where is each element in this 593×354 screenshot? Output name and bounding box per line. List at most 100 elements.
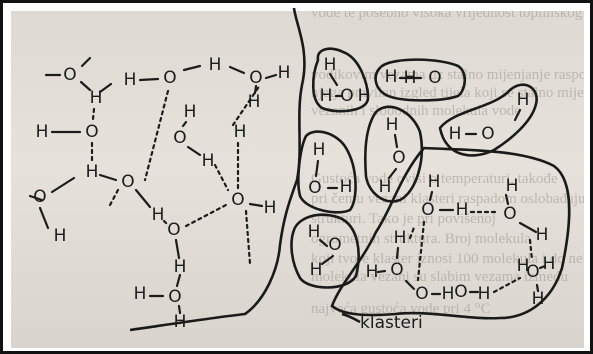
covalent-bond <box>393 133 399 149</box>
hydrogen-bond <box>91 107 96 121</box>
oxygen-atom: O <box>173 128 186 148</box>
cluster-outline <box>311 47 370 113</box>
hydrogen-atom: H <box>54 226 67 246</box>
hydrogen-atom: H <box>202 151 215 171</box>
hydrogen-atom: H <box>184 102 197 122</box>
covalent-bond <box>376 269 387 274</box>
oxygen-atom: O <box>390 260 403 280</box>
hydrogen-atom: H <box>449 124 462 144</box>
cluster-outline <box>290 213 360 289</box>
covalent-bond <box>428 190 434 202</box>
hydrogen-bond <box>231 83 262 127</box>
covalent-bond <box>248 202 264 208</box>
oxygen-atom: O <box>428 68 441 88</box>
hydrogen-atom: H <box>124 70 137 90</box>
oxygen-atom: O <box>167 220 180 240</box>
hydrogen-bond <box>416 220 426 282</box>
oxygen-atom: O <box>340 86 353 106</box>
hydrogen-atom: H <box>320 86 333 106</box>
covalent-bond <box>404 279 416 291</box>
oxygen-atom: O <box>328 235 341 255</box>
covalent-bond <box>387 167 398 180</box>
hydrogen-bond <box>492 276 522 294</box>
hydrogen-bond <box>108 188 120 207</box>
hydrogen-atom: H <box>264 198 277 218</box>
covalent-bond <box>38 206 50 230</box>
hydrogen-atom: H <box>478 284 491 304</box>
hydrogen-atom: H <box>86 162 99 182</box>
label-pointer <box>341 312 361 324</box>
covalent-bond <box>228 65 246 75</box>
oxygen-atom: O <box>421 200 434 220</box>
hydrogen-atom: H <box>278 63 291 83</box>
covalent-bond <box>535 283 540 293</box>
oxygen-atom: O <box>526 262 539 282</box>
hydrogen-atom: H <box>313 140 326 160</box>
covalent-bond <box>174 238 181 260</box>
hydrogen-bond <box>162 219 170 227</box>
hydrogen-atom: H <box>456 200 469 220</box>
covalent-bond <box>328 72 339 87</box>
covalent-bond <box>28 194 44 202</box>
book-page: vode te posebno visoka vrijednost toplin… <box>11 11 584 348</box>
hydrogen-atom: H <box>506 176 519 196</box>
hydrogen-atom: H <box>174 312 187 332</box>
covalent-bond <box>264 73 278 80</box>
oxygen-atom: O <box>249 68 262 88</box>
covalent-bond <box>98 173 118 182</box>
oxygen-atom: O <box>481 124 494 144</box>
covalent-bond <box>181 120 188 128</box>
hydrogen-atom: H <box>234 122 247 142</box>
hydrogen-atom: H <box>386 115 399 135</box>
covalent-bond <box>538 264 547 270</box>
oxygen-atom: O <box>121 172 134 192</box>
covalent-bond <box>318 238 329 248</box>
hydrogen-atom: H <box>394 228 407 248</box>
clusters-label: klasteri <box>360 313 423 333</box>
oxygen-atom: O <box>503 204 516 224</box>
covalent-bond <box>98 82 113 94</box>
covalent-bond <box>134 188 152 209</box>
hydrogen-atom: H <box>90 88 103 108</box>
hydrogen-atom: H <box>404 68 417 88</box>
covalent-bond <box>253 84 258 95</box>
hydrogen-bond <box>184 203 228 228</box>
covalent-bond <box>175 273 182 288</box>
hydrogen-atom: H <box>517 90 530 110</box>
hydrogen-atom: H <box>536 225 549 245</box>
covalent-bond <box>186 145 202 157</box>
hydrogen-atom: H <box>340 177 353 197</box>
hydrogen-atom: H <box>174 257 187 277</box>
hydrogen-bond <box>244 209 252 266</box>
cluster-outline-large <box>330 146 571 320</box>
hydrogen-atom: H <box>543 254 556 274</box>
covalent-bond <box>395 246 400 260</box>
hydrogen-atom: H <box>209 55 222 75</box>
cluster-outline <box>438 83 538 157</box>
faint-background-text: ogrometnih struktura. Broj molekula <box>311 231 531 247</box>
covalent-bond <box>80 56 92 68</box>
hydrogen-atom: H <box>36 122 49 142</box>
covalent-bond <box>182 64 202 72</box>
faint-background-text: vode te posebno visoka vrijednost toplin… <box>311 11 584 21</box>
covalent-bond <box>518 221 538 234</box>
cluster-outline <box>364 105 424 203</box>
hydrogen-atom: H <box>310 260 323 280</box>
faint-background-text: molekula vezani su slabim vezama između <box>311 269 568 285</box>
oxygen-atom: O <box>168 287 181 307</box>
hydrogen-bond <box>213 163 230 192</box>
hydrogen-atom: H <box>308 222 321 242</box>
hydrogen-bond <box>408 223 417 240</box>
hydrogen-atom: H <box>324 55 337 75</box>
covalent-bond <box>138 77 160 82</box>
oxygen-atom: O <box>392 148 405 168</box>
hydrogen-atom: H <box>152 205 165 225</box>
hydrogen-bond <box>528 238 534 262</box>
hydrogen-bond <box>143 89 170 182</box>
covalent-bond <box>320 254 335 266</box>
faint-background-text: pri čemu vezani klasteri raspadom osloba… <box>311 191 584 207</box>
hydrogen-atom: H <box>428 172 441 192</box>
oxygen-atom: O <box>308 178 321 198</box>
